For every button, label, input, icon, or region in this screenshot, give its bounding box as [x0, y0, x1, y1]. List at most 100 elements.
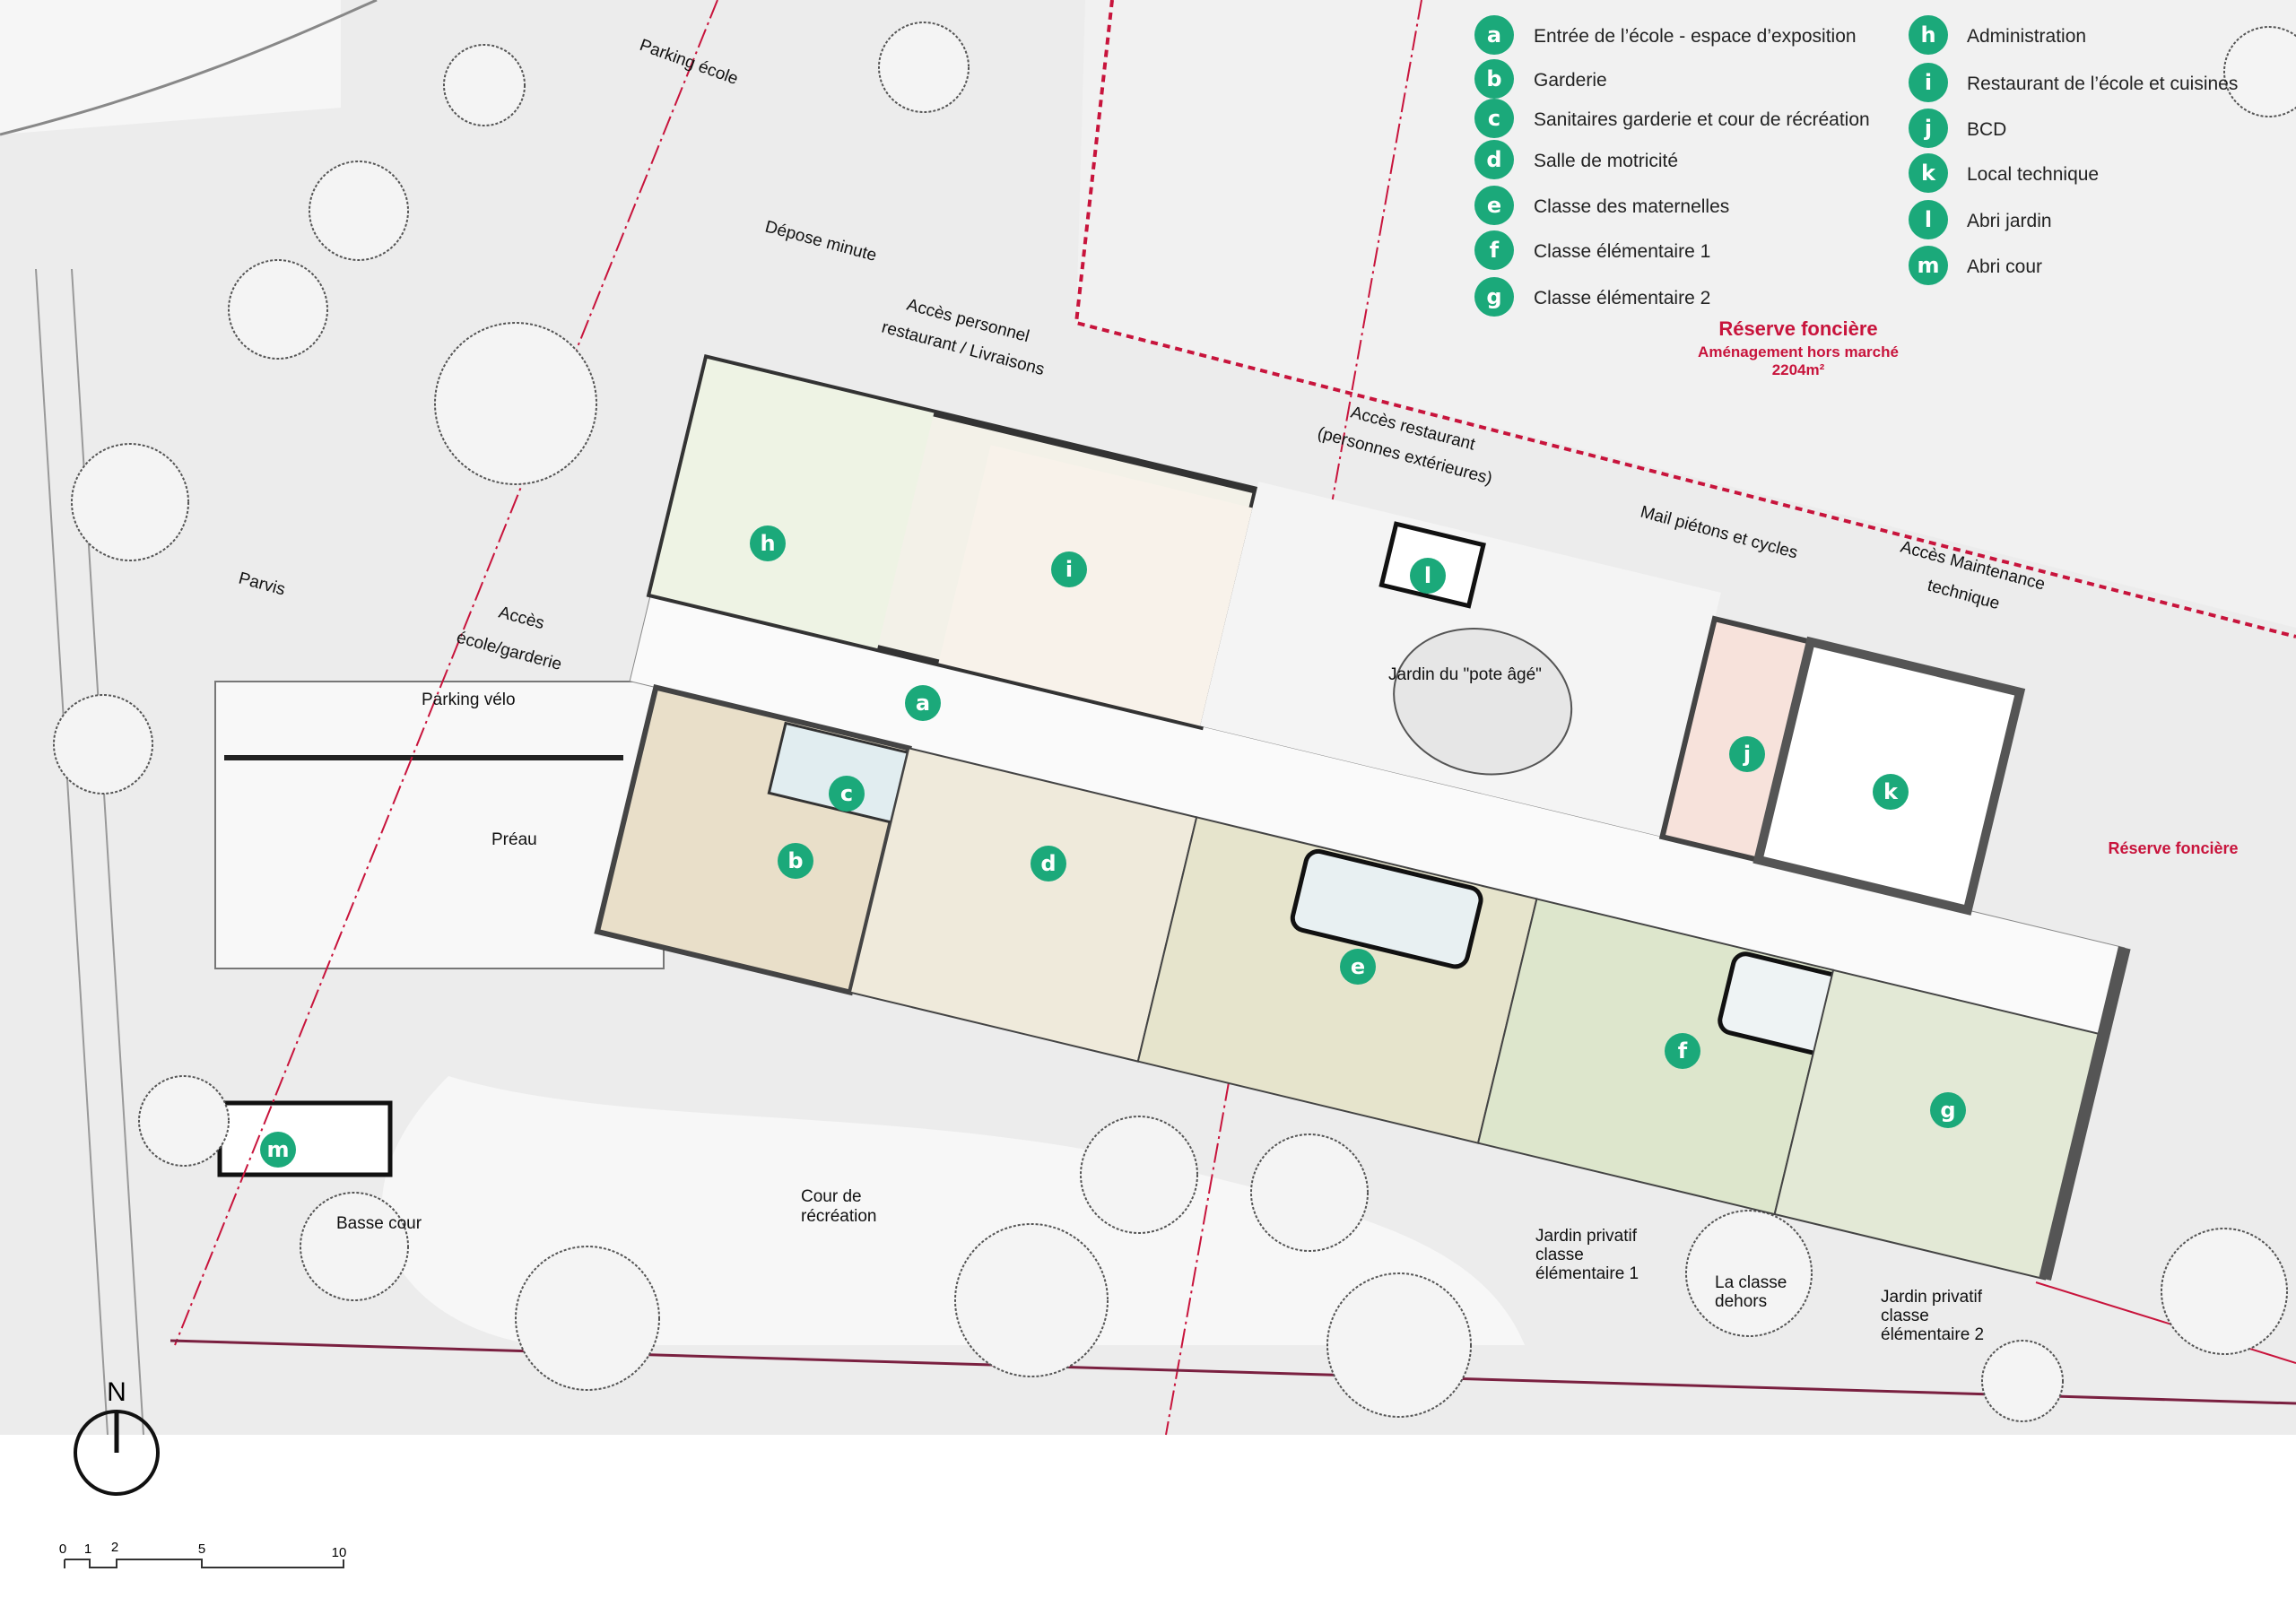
marker-label: m — [266, 1137, 289, 1162]
label-jardin-privatif-1: Jardin privatif — [1535, 1227, 1638, 1246]
legend-label: Abri jardin — [1967, 211, 2052, 231]
garden-deck — [1393, 628, 1573, 776]
legend-item-c: c Sanitaires garderie et cour de récréati… — [1474, 99, 1870, 138]
tree-icon — [2223, 26, 2296, 117]
marker-g[interactable]: g — [1930, 1092, 1966, 1128]
legend-label: Local technique — [1967, 164, 2099, 185]
tree-icon — [71, 443, 189, 561]
legend-marker-icon — [1474, 186, 1514, 225]
marker-a[interactable]: a — [905, 685, 941, 721]
label-basse-cour: Basse cour — [336, 1214, 422, 1233]
legend-key: f — [1490, 238, 1500, 263]
legend-key: d — [1486, 147, 1501, 172]
legend-marker-icon — [1474, 277, 1514, 317]
marker-m[interactable]: m — [260, 1132, 296, 1168]
marker-b[interactable]: b — [778, 843, 813, 879]
legend-marker-icon — [1909, 153, 1948, 193]
east-boundary — [2035, 1281, 2296, 1364]
tree-icon — [1080, 1116, 1198, 1234]
legend-label: Sanitaires garderie et cour de récréatio… — [1534, 109, 1870, 130]
path-edge — [35, 268, 144, 1436]
legend-key: l — [1925, 207, 1932, 232]
legend-key: e — [1487, 193, 1501, 218]
marker-f[interactable]: f — [1665, 1033, 1700, 1069]
trees — [53, 22, 2296, 1422]
legend-marker-icon — [1474, 230, 1514, 270]
marker-j[interactable]: j — [1729, 736, 1765, 772]
legend-key: h — [1920, 22, 1935, 48]
legend-key: k — [1921, 161, 1936, 186]
marker-h[interactable]: h — [750, 525, 786, 561]
marker-label: a — [916, 690, 930, 716]
reserve-title: Réserve foncière — [1718, 317, 1877, 340]
legend-key: a — [1487, 22, 1501, 48]
label-jardin-privatif-2-3: élémentaire 2 — [1881, 1325, 1984, 1344]
tree-icon — [1250, 1133, 1369, 1252]
scale-tick-label: 2 — [111, 1540, 118, 1555]
marker-l[interactable]: l — [1410, 558, 1446, 594]
label-classe-dehors: La classe — [1715, 1273, 1787, 1292]
label-preau: Préau — [491, 830, 537, 849]
legend-item-l: l Abri jardin — [1909, 200, 2052, 239]
zone-i-restaurant — [938, 445, 1253, 726]
scale-bar: 0 1 2 5 10 — [59, 1540, 347, 1568]
marker-label: f — [1678, 1038, 1688, 1064]
marker-label: j — [1743, 742, 1751, 767]
legend-marker-icon — [1909, 15, 1948, 55]
legend-key: g — [1486, 284, 1501, 309]
legend-label: Restaurant de l’école et cuisines — [1967, 74, 2238, 94]
road — [0, 0, 341, 135]
marker-label: k — [1883, 779, 1899, 804]
reserve-area: 2204m² — [1772, 361, 1825, 378]
east-wall — [2039, 946, 2131, 1281]
label-parking-velo: Parking vélo — [422, 690, 516, 709]
marker-label: g — [1940, 1098, 1955, 1123]
reserve-subtitle: Aménagement hors marché — [1698, 343, 1899, 360]
tree-icon — [2161, 1228, 2288, 1355]
legend-label: Salle de motricité — [1534, 151, 1678, 171]
legend-label: Garderie — [1534, 70, 1607, 91]
marker-c[interactable]: c — [829, 776, 865, 812]
legend-key: j — [1924, 116, 1932, 141]
marker-label: l — [1424, 563, 1431, 588]
marker-label: b — [787, 848, 803, 873]
legend-marker-icon — [1909, 109, 1948, 148]
label-cour: Cour de — [801, 1187, 862, 1206]
label-cour-2: récréation — [801, 1207, 877, 1226]
scale-tick-label: 10 — [332, 1545, 347, 1560]
legend-item-d: d Salle de motricité — [1474, 140, 1678, 179]
marker-i[interactable]: i — [1051, 551, 1087, 587]
reserve-zone — [1076, 0, 2296, 628]
tree-icon — [300, 1192, 409, 1301]
label-jardin-privatif-2-2: classe — [1881, 1307, 1929, 1325]
classe-dehors-deck — [1685, 1210, 1813, 1337]
tree-icon — [228, 259, 328, 360]
legend-marker-icon — [1909, 200, 1948, 239]
marker-d[interactable]: d — [1031, 846, 1066, 881]
legend-marker-icon — [1474, 99, 1514, 138]
label-jardin-pote-age: Jardin du "pote âgé" — [1388, 665, 1542, 684]
legend-item-k: k Local technique — [1909, 153, 2099, 193]
legend-item-m: m Abri cour — [1909, 246, 2042, 285]
legend-key: m — [1917, 253, 1939, 278]
zone-markers: a b c d e f g h i j k l m — [260, 525, 1966, 1168]
legend-marker-icon — [1474, 140, 1514, 179]
marker-label: e — [1351, 954, 1365, 979]
legend-key: b — [1486, 66, 1501, 91]
marker-e[interactable]: e — [1340, 949, 1376, 985]
tree-icon — [53, 694, 153, 795]
section-line-a — [174, 0, 718, 1346]
legend-key: c — [1488, 106, 1500, 131]
reserve-east-label: Réserve foncière — [2108, 839, 2238, 857]
marker-label: d — [1040, 851, 1056, 876]
marker-k[interactable]: k — [1873, 774, 1909, 810]
tree-icon — [443, 44, 526, 126]
legend-label: Abri cour — [1967, 256, 2042, 277]
tree-icon — [138, 1075, 230, 1167]
sanitaires-maternelles — [1290, 848, 1483, 969]
